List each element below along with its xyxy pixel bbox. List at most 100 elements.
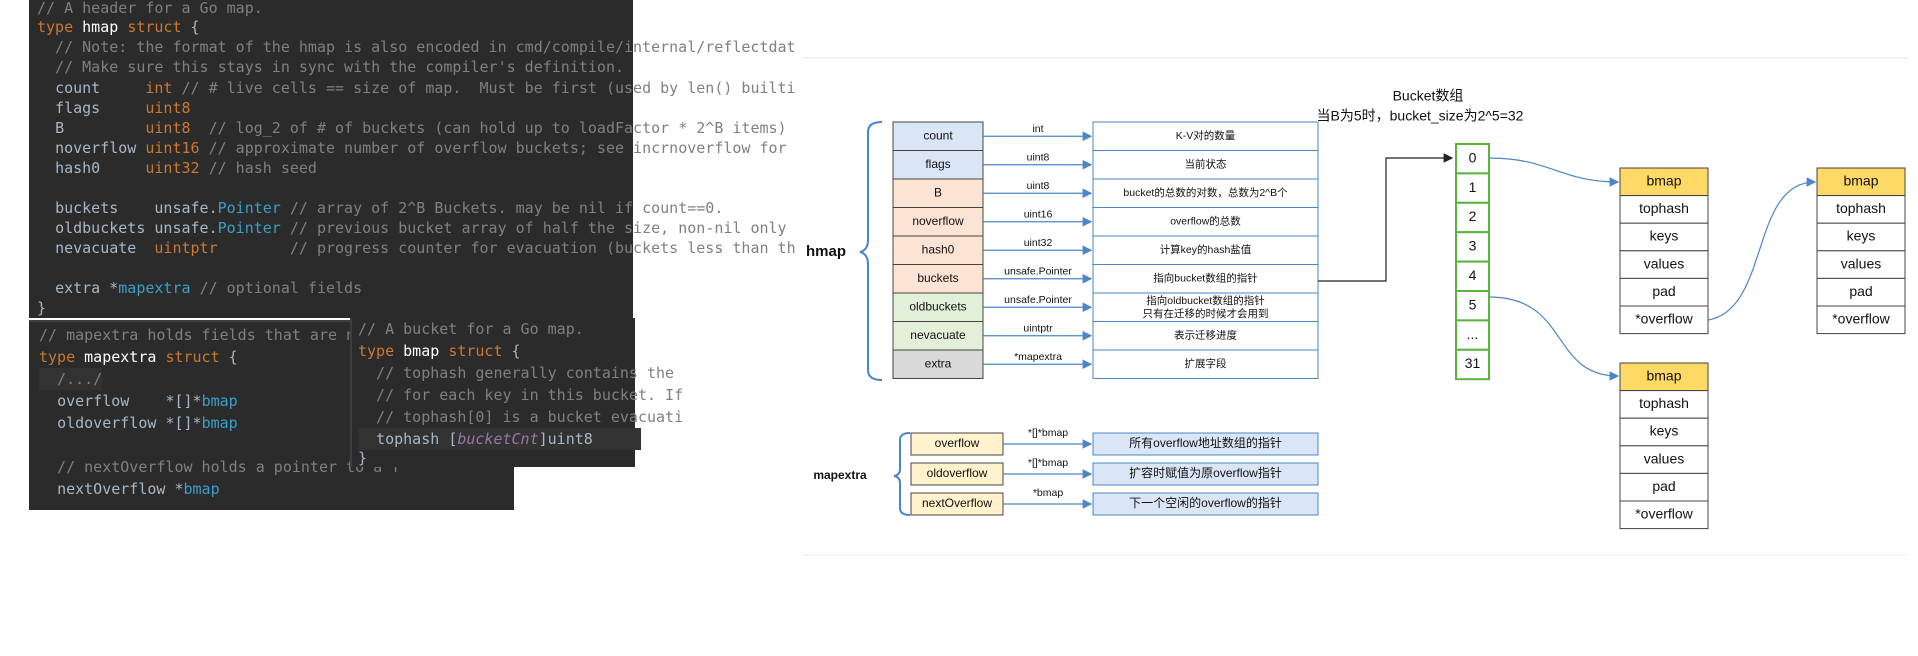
code-line: type mapextra struct { <box>39 348 238 366</box>
type-name: hmap <box>82 18 119 36</box>
code-token: nextOverflow <box>57 480 166 498</box>
hmap-field-desc-box <box>1092 321 1319 351</box>
code-token <box>39 414 57 432</box>
hmap-field-desc: 表示迁移进度 <box>1174 329 1237 342</box>
code-token: uint8 <box>145 119 191 137</box>
code-token: uint8 <box>145 99 191 117</box>
hmap-field-label: B <box>934 185 942 199</box>
hmap-field-desc-box <box>1092 121 1319 151</box>
code-token: noverflow <box>55 139 137 157</box>
code-line: // nextOverflow holds a pointer to a f <box>39 458 401 476</box>
code-token <box>118 199 154 217</box>
code-line: count int // # live cells == size of map… <box>37 77 796 99</box>
code-comment: // log_2 of # of buckets (can hold up to… <box>208 119 787 137</box>
bmap-a-cell-label: values <box>1644 255 1684 271</box>
hmap-field-desc: 只有在迁移的时候才会用到 <box>1143 307 1269 320</box>
bmap-c-cell-label: bmap <box>1646 368 1681 384</box>
mapextra-field-desc: 所有overflow地址数组的指针 <box>1129 435 1282 450</box>
code-token <box>136 239 154 257</box>
hmap-field-B <box>892 178 984 208</box>
keyword: type <box>39 348 76 366</box>
code-comment: // hash seed <box>208 159 317 177</box>
bucket-cell <box>1455 348 1490 381</box>
code-token: oldbuckets <box>55 219 146 237</box>
bucket-cell-label: 0 <box>1469 149 1477 165</box>
code-token: hash0 <box>55 159 101 177</box>
bucket-cell-label: 5 <box>1469 296 1477 312</box>
code-token <box>37 79 55 97</box>
hmap-field-desc-box <box>1092 178 1319 208</box>
mapextra-field-type: *bmap <box>1033 487 1064 499</box>
code-token: int <box>145 79 173 97</box>
code-token: } <box>37 299 47 317</box>
code-line: // Note: the format of the hmap is also … <box>37 38 796 56</box>
bmap-c-cell-label: values <box>1644 450 1684 466</box>
hmap-field-desc-box <box>1092 264 1319 294</box>
code-line: type hmap struct { <box>37 18 200 36</box>
bmap-b-cell-label: keys <box>1847 228 1876 244</box>
bmap-a-cell <box>1619 195 1709 224</box>
bucket-cell-label: ... <box>1467 326 1479 342</box>
hmap-field-desc-box <box>1092 207 1319 237</box>
code-token: buckets <box>55 199 119 217</box>
bmap-b-cell-label: tophash <box>1836 200 1886 216</box>
bmap-c-cell <box>1619 472 1709 502</box>
code-line: // mapextra holds fields that are not pr <box>39 326 401 344</box>
code-token: overflow <box>57 392 130 410</box>
hmap-field-desc-box <box>1092 292 1319 322</box>
code-token <box>39 480 57 498</box>
keyword: struct <box>448 342 503 360</box>
bmap-a-cell <box>1619 250 1709 279</box>
code-line: buckets unsafe.Pointer // array of 2^B B… <box>37 197 723 219</box>
code-panel-bmap: // A bucket for a Go map. type bmap stru… <box>350 318 683 467</box>
bmap-b-cell-label: *overflow <box>1832 311 1890 327</box>
bucket-cell-label: 1 <box>1469 179 1477 195</box>
hmap-field-type: *mapextra <box>1014 351 1062 363</box>
bmap-a-cell-label: keys <box>1650 228 1679 244</box>
bmap-b-cell-label: values <box>1841 255 1881 271</box>
code-line: // tophash[0] is a bucket evacuati <box>358 408 684 426</box>
bmap-a-cell <box>1619 167 1709 197</box>
code-line: B uint8 // log_2 of # of buckets (can ho… <box>37 117 787 139</box>
code-token <box>37 119 55 137</box>
hmap-field-desc-box <box>1092 349 1319 379</box>
bucket-title: Bucket数组 <box>1393 88 1464 104</box>
keyword: struct <box>165 348 220 366</box>
code-token: *[]*bmap <box>165 392 238 410</box>
code-line: nevacuate uintptr // progress counter fo… <box>37 237 796 259</box>
code-token <box>191 119 209 137</box>
code-token <box>200 139 209 157</box>
code-comment: // previous bucket array of half the siz… <box>289 219 787 237</box>
code-line: type bmap struct { <box>358 342 521 360</box>
bmap-c-cell <box>1619 445 1709 474</box>
code-token <box>200 159 209 177</box>
code-token <box>100 99 145 117</box>
overflow-arrow <box>1707 177 1817 321</box>
code-token <box>37 279 55 297</box>
bucket-cell <box>1455 290 1490 322</box>
mapextra-label: mapextra <box>813 468 867 482</box>
code-token <box>37 199 55 217</box>
code-token <box>64 119 145 137</box>
hmap-field-label: hash0 <box>922 242 955 256</box>
code-line: overflow *[]*bmap <box>39 390 238 412</box>
code-token <box>129 392 165 410</box>
hmap-field-desc-box <box>1092 150 1319 180</box>
code-line: // A bucket for a Go map. <box>358 320 584 338</box>
bmap-b-cell-label: pad <box>1849 283 1872 299</box>
code-line: tophash [bucketCnt]uint8 <box>358 428 641 450</box>
keyword: type <box>358 342 395 360</box>
bucket-cell <box>1455 260 1490 293</box>
code-token <box>37 139 55 157</box>
code-token <box>100 159 145 177</box>
code-token: *mapextra <box>109 279 191 297</box>
bmap-c-cell <box>1619 417 1709 447</box>
code-token <box>218 239 290 257</box>
code-comment: // # live cells == size of map. Must be … <box>181 79 796 97</box>
code-token: B <box>55 119 65 137</box>
code-token: oldoverflow <box>57 414 157 432</box>
code-token: [bucketCnt]uint8 <box>448 430 593 448</box>
code-token: count <box>55 79 101 97</box>
bmap-b-cell <box>1816 167 1906 197</box>
